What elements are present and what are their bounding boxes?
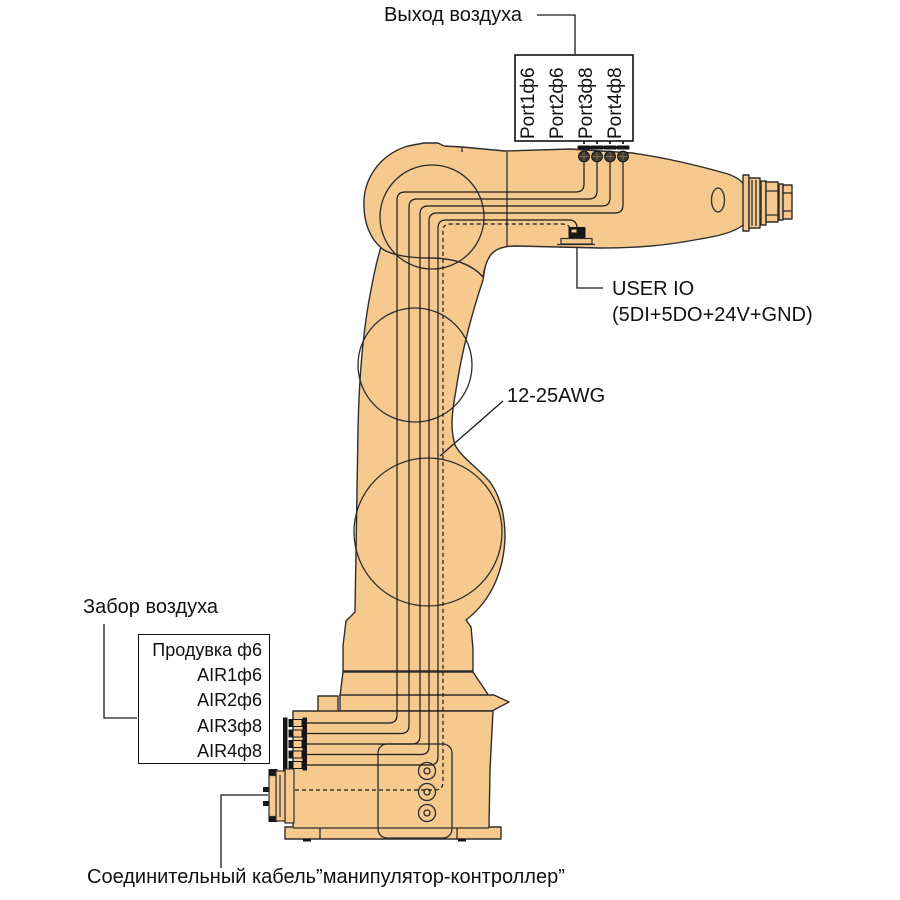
shoulder-joint-circle: [357, 307, 473, 423]
leader-cable-gauge: [439, 400, 504, 457]
robot-body: [284, 142, 793, 840]
controller-cable-connector: [263, 768, 295, 824]
wrist-flange: [742, 174, 793, 232]
cable-user-io: [295, 223, 571, 791]
elbow-joint-circle: [379, 164, 485, 270]
air-intake-item: AIR4ф8: [197, 740, 262, 761]
cable-port1: [306, 162, 585, 724]
robot-lower-arm: [342, 234, 506, 672]
robot-turntable: [339, 671, 490, 697]
lower-joint-circle: [353, 457, 503, 607]
port1-fitting: [577, 145, 591, 163]
intake-fitting-row: [283, 728, 307, 739]
air-intake-item: AIR2ф6: [197, 690, 262, 711]
air-intake-fittings: [283, 717, 307, 771]
intake-fitting-row: [283, 749, 307, 760]
port2-label: Port2ф6: [547, 67, 568, 139]
air-outlet-fittings: [577, 145, 630, 163]
base-foot-nubs: [303, 838, 466, 842]
air-intake-item: AIR1ф6: [197, 665, 262, 686]
port3-fitting: [603, 145, 617, 163]
air-intake-item: AIR3ф8: [197, 715, 262, 736]
port1-label: Port1ф6: [518, 67, 539, 139]
cable-port3: [306, 162, 611, 745]
air-intake-item: Продувка ф6: [152, 640, 262, 660]
controller-cable-label: Соединительный кабель”манипулятор-контро…: [87, 866, 565, 888]
robot-upper-arm: [363, 142, 750, 278]
intake-fitting-row: [283, 738, 307, 750]
user-io-connector: [557, 227, 595, 246]
intake-fitting-row: [283, 717, 307, 729]
air-intake-title: Забор воздуха: [83, 596, 219, 618]
user-io-label: USER IO (5DI+5DO+24V+GND): [612, 276, 813, 328]
leader-user-io: [576, 247, 603, 289]
user-io-label-line2: (5DI+5DO+24V+GND): [612, 304, 813, 326]
leader-air-intake: [103, 624, 137, 719]
air-intake-box: Продувка ф6 AIR1ф6 AIR2ф6 AIR3ф8 AIR4ф8: [138, 634, 270, 764]
port-label-box: [514, 54, 634, 142]
port-callout-dashes: [583, 141, 624, 146]
robot-turntable-plate: [339, 694, 510, 712]
cable-gauge-label: 12-25AWG: [507, 385, 606, 407]
port3-label: Port3ф8: [576, 67, 597, 139]
leader-air-outlet: [537, 14, 576, 54]
user-io-label-line1: USER IO: [612, 278, 695, 300]
leader-controller-cable: [220, 794, 268, 868]
cable-lines: [295, 141, 624, 791]
base-bolts: [417, 761, 437, 823]
air-outlet-title: Выход воздуха: [384, 4, 522, 26]
cable-port2: [306, 162, 598, 735]
port4-fitting: [616, 145, 630, 163]
callout-leaders: [103, 14, 634, 868]
intake-fitting-row: [283, 759, 307, 771]
robot-base: [284, 710, 502, 840]
cable-port4: [306, 162, 624, 756]
cable-purge: [306, 219, 578, 766]
port4-label: Port4ф8: [605, 67, 626, 139]
port2-fitting: [590, 145, 604, 163]
wrist-slot: [710, 187, 726, 213]
